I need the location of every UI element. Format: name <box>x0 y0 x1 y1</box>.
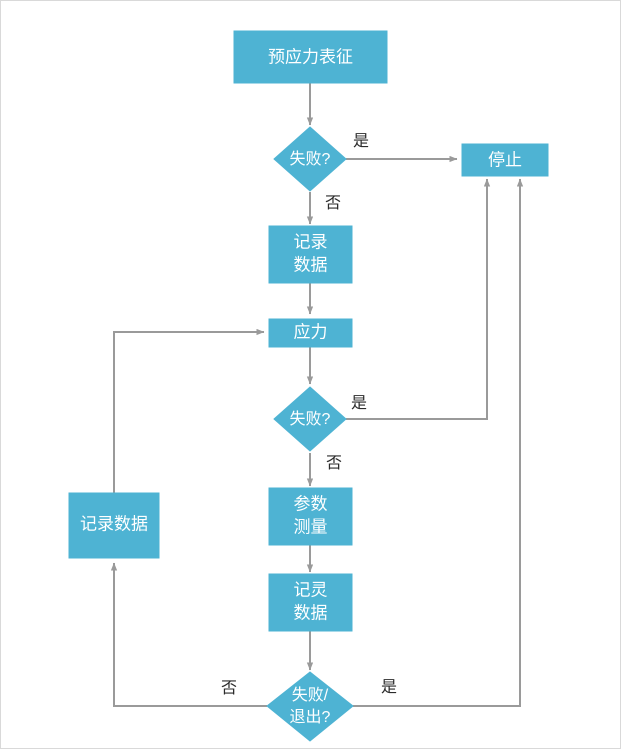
edge-label-fail1-yes: 是 <box>353 133 369 150</box>
node-stop-label: 停止 <box>488 150 522 169</box>
node-stress-label: 应力 <box>294 322 328 341</box>
node-stop-shape <box>461 143 549 177</box>
node-stress[interactable]: 应力 <box>268 318 353 348</box>
node-record-data-1-label-line2: 数据 <box>294 255 328 274</box>
node-decision-fail-exit-shape <box>266 671 354 742</box>
edge-label-fail1-no: 否 <box>325 195 341 212</box>
edge-label-fail3-no: 否 <box>221 680 237 697</box>
node-decision-fail-exit-label-line2: 退出? <box>290 708 331 726</box>
node-decision-fail-1-label: 失败? <box>290 150 331 168</box>
edge-fail3-no-to-record3 <box>110 562 267 707</box>
node-parameter-measurement-label-line1: 参数 <box>294 494 328 513</box>
node-stop[interactable]: 停止 <box>461 143 549 177</box>
node-parameter-measurement-label-line2: 测量 <box>294 517 328 536</box>
node-stress-shape <box>268 318 353 348</box>
node-record-data-2[interactable]: 记灵 数据 <box>268 573 353 632</box>
node-decision-fail-2[interactable]: 失败? <box>273 386 347 452</box>
node-decision-fail-2-label: 失败? <box>290 410 331 428</box>
edge-label-fail2-yes: 是 <box>351 395 367 412</box>
node-record-data-2-shape <box>268 573 353 632</box>
node-prestress-characterization[interactable]: 预应力表征 <box>233 30 388 84</box>
node-parameter-measurement[interactable]: 参数 测量 <box>268 487 353 546</box>
node-record-data-1[interactable]: 记录 数据 <box>268 225 353 284</box>
node-decision-fail-1-shape <box>273 126 347 192</box>
node-record-data-1-shape <box>268 225 353 284</box>
node-prestress-characterization-label: 预应力表征 <box>268 47 353 66</box>
node-decision-fail-2-shape <box>273 386 347 452</box>
edge-fail3-yes-to-stop <box>353 178 524 707</box>
node-parameter-measurement-shape <box>268 487 353 546</box>
node-prestress-characterization-shape <box>233 30 388 84</box>
edge-record3-to-stress <box>113 328 265 493</box>
node-record-data-3-shape <box>68 492 160 559</box>
node-record-data-1-label-line1: 记录 <box>294 232 328 251</box>
node-record-data-2-label-line2: 数据 <box>294 603 328 622</box>
node-record-data-3[interactable]: 记录数据 <box>68 492 160 559</box>
edge-label-fail3-yes: 是 <box>381 679 397 696</box>
node-record-data-2-label-line1: 记灵 <box>294 580 328 599</box>
node-decision-fail-exit-label-line1: 失败/ <box>292 686 329 704</box>
edge-label-fail2-no: 否 <box>326 455 342 472</box>
edge-fail2-yes-to-stop <box>346 178 491 420</box>
node-decision-fail-exit[interactable]: 失败/ 退出? <box>266 671 354 742</box>
node-record-data-3-label: 记录数据 <box>80 514 148 533</box>
node-decision-fail-1[interactable]: 失败? <box>273 126 347 192</box>
